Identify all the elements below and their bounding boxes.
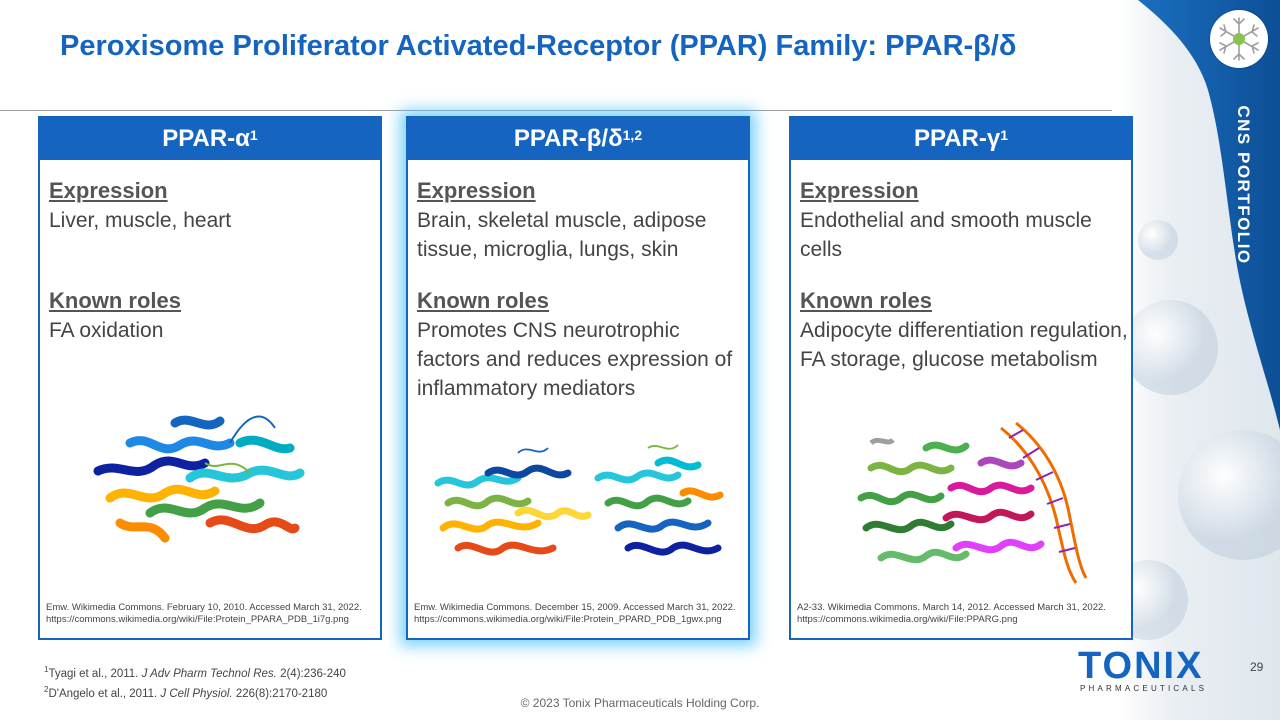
footnote-journal: J Adv Pharm Technol Res. [141,667,277,680]
page-number: 29 [1250,660,1264,674]
roles-heading: Known roles [800,288,933,313]
side-panel [1118,0,1280,720]
footnote-ref: 2(4):236-240 [276,667,346,680]
roles-text: Promotes CNS neurotrophic factors and re… [417,319,733,400]
footnote-2: 2D'Angelo et al., 2011. J Cell Physiol. … [44,682,346,702]
footnote-authors: Tyagi et al., 2011. [48,667,142,680]
roles-text: Adipocyte differentiation regulation, FA… [800,319,1128,371]
credit-line: Emw. Wikimedia Commons. February 10, 201… [46,602,362,613]
credit-line: Emw. Wikimedia Commons. December 15, 200… [414,602,736,613]
footnote-journal: J Cell Physiol. [160,687,233,700]
card-ppar-gamma: PPAR-γ1 Expression Endothelial and smoot… [789,116,1133,640]
card-superscript: 1,2 [622,127,643,143]
card-superscript: 1 [249,127,258,143]
footnotes: 1Tyagi et al., 2011. J Adv Pharm Technol… [44,662,346,702]
expression-heading: Expression [800,178,919,203]
tonix-subtitle: PHARMACEUTICALS [1080,684,1208,693]
neuron-logo [1210,10,1268,68]
tonix-wordmark: TONIX [1078,645,1204,687]
bubble-decor [1138,220,1178,260]
footnote-authors: D'Angelo et al., 2011. [48,687,161,700]
footnote-1: 1Tyagi et al., 2011. J Adv Pharm Technol… [44,662,346,682]
card-superscript: 1 [1000,127,1009,143]
card-ppar-alpha: PPAR-α1 Expression Liver, muscle, heart … [38,116,382,640]
protein-structure-image [434,444,724,556]
expression-text: Brain, skeletal muscle, adipose tissue, … [417,209,707,261]
cns-portfolio-text: CNS PORTFOLIO [1234,105,1253,265]
protein-structure-image [93,415,305,543]
tonix-logo: TONIX PHARMACEUTICALS [1078,646,1208,693]
footnote-ref: 226(8):2170-2180 [232,687,328,700]
image-credit: Emw. Wikimedia Commons. February 10, 201… [46,602,380,626]
expression-heading: Expression [417,178,536,203]
bubble-decor [1178,430,1280,560]
side-blue-band [1138,0,1280,430]
expression-text: Endothelial and smooth muscle cells [800,209,1092,261]
card-ppar-beta-delta: PPAR-β/δ1,2 Expression Brain, skeletal m… [406,116,750,640]
protein-structure-image [857,421,1088,584]
title-divider [0,110,1112,111]
expression-heading: Expression [49,178,168,203]
card-title: PPAR-β/δ [513,125,623,152]
credit-url: https://commons.wikimedia.org/wiki/File:… [414,614,722,625]
credit-line: A2-33. Wikimedia Commons. March 14, 2012… [797,602,1106,613]
image-credit: A2-33. Wikimedia Commons. March 14, 2012… [797,602,1131,626]
credit-url: https://commons.wikimedia.org/wiki/File:… [46,614,349,625]
footnote-mark: 2 [44,684,49,694]
neuron-icon [1219,17,1259,61]
copyright: © 2023 Tonix Pharmaceuticals Holding Cor… [520,696,760,710]
card-header: PPAR-α1 [40,118,380,160]
roles-heading: Known roles [417,288,550,313]
card-title: PPAR-γ [913,125,1001,152]
roles-text: FA oxidation [49,319,164,342]
card-title: PPAR-α [162,125,250,152]
card-header: PPAR-β/δ1,2 [408,118,748,160]
bubble-decor [1123,300,1218,395]
card-header: PPAR-γ1 [791,118,1131,160]
credit-url: https://commons.wikimedia.org/wiki/File:… [797,614,1018,625]
slide-title: Peroxisome Proliferator Activated-Recept… [60,30,1017,62]
expression-text: Liver, muscle, heart [49,209,232,232]
image-credit: Emw. Wikimedia Commons. December 15, 200… [414,602,748,626]
cns-portfolio-label: CNS PORTFOLIO [1230,85,1256,285]
footnote-mark: 1 [44,665,49,674]
roles-heading: Known roles [49,288,182,313]
